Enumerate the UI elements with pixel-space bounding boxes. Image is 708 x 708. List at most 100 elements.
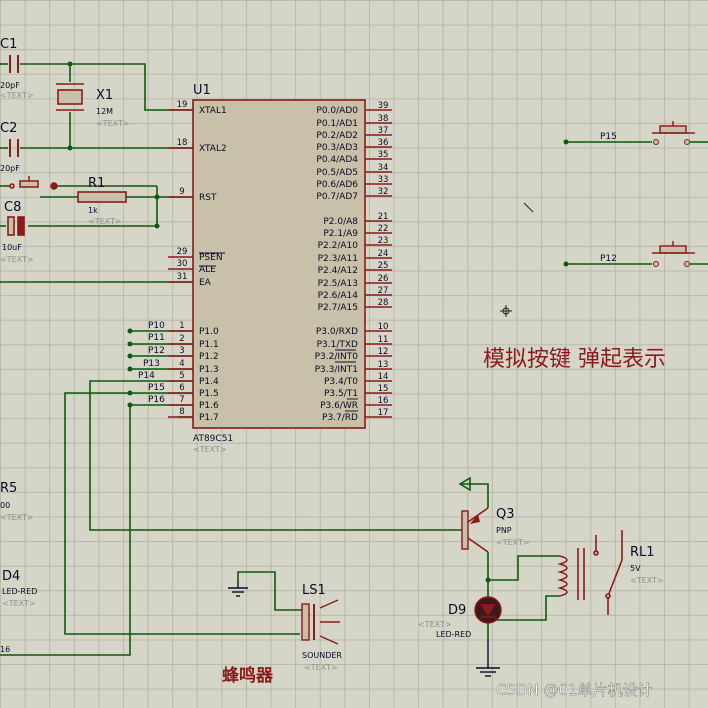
c1-value: 20pF xyxy=(0,81,20,90)
u1-pin-name: P1.1 xyxy=(199,340,219,350)
u1-pin-name: P2.5/A13 xyxy=(318,279,358,289)
cursor-marks xyxy=(500,202,534,317)
u1-pin-number: 33 xyxy=(378,175,389,185)
u1-pin-name: P1.4 xyxy=(199,377,219,387)
u1-pin-name: P3.6/WR xyxy=(320,401,358,411)
key-p15[interactable] xyxy=(563,121,708,145)
u1-pin-name: P3.7/RD xyxy=(322,413,358,423)
u1-part: AT89C51 xyxy=(193,434,233,444)
u1-pin-name: P0.6/AD6 xyxy=(316,180,358,190)
rl1-relay[interactable] xyxy=(488,530,623,621)
u1-pin-name: P3.1/TXD xyxy=(317,340,358,350)
q3-value: PNP xyxy=(496,526,512,535)
u1-right-pin-labels: 39P0.0/AD038P0.1/AD137P0.2/AD236P0.3/AD3… xyxy=(315,101,389,423)
u1-pin-name: P3.5/T1 xyxy=(324,389,358,399)
r5-text: <TEXT> xyxy=(0,513,34,522)
u1-pin-number: 19 xyxy=(177,100,188,110)
u1-pin-number: 32 xyxy=(378,187,389,197)
u1-pin-number: 38 xyxy=(378,114,389,124)
u1-pin-name: P1.2 xyxy=(199,352,219,362)
d9-led[interactable] xyxy=(474,577,502,624)
u1-text: <TEXT> xyxy=(193,445,227,454)
u1-right-pin-stubs xyxy=(365,109,392,418)
c8-text: <TEXT> xyxy=(0,255,34,264)
u1-pin-name: P3.2/INT0 xyxy=(315,352,359,362)
u1-pin-name: XTAL1 xyxy=(199,106,227,116)
net-label-p12: P12 xyxy=(148,346,165,356)
u1-pin-name: P3.4/T0 xyxy=(324,377,358,387)
u1-pin-number: 26 xyxy=(378,274,389,284)
c8-ref: C8 xyxy=(4,200,21,215)
c8-value: 10uF xyxy=(2,243,22,252)
c1-capacitor[interactable] xyxy=(9,55,19,73)
u1-pin-name: P0.3/AD3 xyxy=(316,143,358,153)
u1-pin-number: 24 xyxy=(378,249,389,259)
u1-pin-name: P2.0/A8 xyxy=(323,217,358,227)
c8-capacitor[interactable] xyxy=(7,216,25,236)
r1-ref: R1 xyxy=(88,176,105,191)
q3-text: <TEXT> xyxy=(496,538,530,547)
u1-pin-name: RST xyxy=(199,193,217,203)
u1-pin-number: 11 xyxy=(378,335,389,345)
u1-pin-name: P1.0 xyxy=(199,327,219,337)
u1-pin-name: P1.5 xyxy=(199,389,219,399)
u1-pin-number: 37 xyxy=(378,126,389,136)
u1-pin-number: 29 xyxy=(177,247,188,257)
reset-button[interactable] xyxy=(9,176,58,190)
u1-pin-name: XTAL2 xyxy=(199,144,227,154)
ls1-ref: LS1 xyxy=(302,583,326,598)
ls1-sounder[interactable] xyxy=(237,571,340,645)
ground-ls1 xyxy=(228,582,248,597)
net-label-p16: P16 xyxy=(148,395,165,405)
u1-pin-number: 9 xyxy=(179,187,184,197)
u1-pin-number: 17 xyxy=(378,408,389,418)
u1-pin-number: 23 xyxy=(378,236,389,246)
u1-pin-name: P1.6 xyxy=(199,401,219,411)
x1-text: <TEXT> xyxy=(96,119,130,128)
u1-pin-name: P2.2/A10 xyxy=(318,241,359,251)
u1-pin-name: P0.5/AD5 xyxy=(316,168,358,178)
u1-pin-number: 36 xyxy=(378,138,389,148)
x1-crystal[interactable] xyxy=(56,83,84,111)
u1-pin-name: P1.7 xyxy=(199,413,219,423)
u1-pin-number: 4 xyxy=(179,359,184,369)
u1-pin-number: 10 xyxy=(378,322,389,332)
u1-pin-number: 16 xyxy=(378,396,389,406)
u1-pin-number: 2 xyxy=(179,334,184,344)
key-p12[interactable] xyxy=(563,241,708,267)
u1-pin-name: P2.4/A12 xyxy=(318,266,358,276)
u1-pin-number: 7 xyxy=(179,395,184,405)
u1-pin-number: 5 xyxy=(179,371,184,381)
r1-text: <TEXT> xyxy=(88,217,122,226)
q3-transistor[interactable] xyxy=(458,476,489,640)
p1-net-dots xyxy=(127,328,133,408)
u1-pin-number: 34 xyxy=(378,163,389,173)
annotation-simulate-key: 模拟按键 弹起表示 xyxy=(483,347,666,372)
p1-net-labels: P10 P11 P12 P13 P14 P15 P16 xyxy=(138,321,165,405)
c2-capacitor[interactable] xyxy=(9,139,19,157)
u1-ref: U1 xyxy=(193,83,211,98)
ls1-text: <TEXT> xyxy=(304,663,338,672)
x1-ref: X1 xyxy=(96,88,113,103)
u1-pin-number: 1 xyxy=(179,321,184,331)
d9-text: <TEXT> xyxy=(418,620,452,629)
u1-pin-number: 3 xyxy=(179,346,184,356)
u1-pin-name: P3.0/RXD xyxy=(316,327,358,337)
q3-ref: Q3 xyxy=(496,507,515,522)
u1-pin-name: P1.3 xyxy=(199,365,219,375)
c1-ref: C1 xyxy=(0,37,17,52)
net-label-p10: P10 xyxy=(148,321,165,331)
r1-resistor[interactable] xyxy=(77,191,127,203)
u1-pin-number: 35 xyxy=(378,150,389,160)
u1-pin-name: P0.1/AD1 xyxy=(316,119,358,129)
junction-dots-left xyxy=(67,61,160,229)
u1-chip-body[interactable] xyxy=(192,99,366,429)
d4-ref: D4 xyxy=(2,569,20,584)
r5-ref: R5 xyxy=(0,481,17,496)
c1-text: <TEXT> xyxy=(0,91,34,100)
d9-ref: D9 xyxy=(448,603,466,618)
u1-pin-number: 8 xyxy=(179,407,184,417)
net-label-left16: 16 xyxy=(0,645,10,654)
